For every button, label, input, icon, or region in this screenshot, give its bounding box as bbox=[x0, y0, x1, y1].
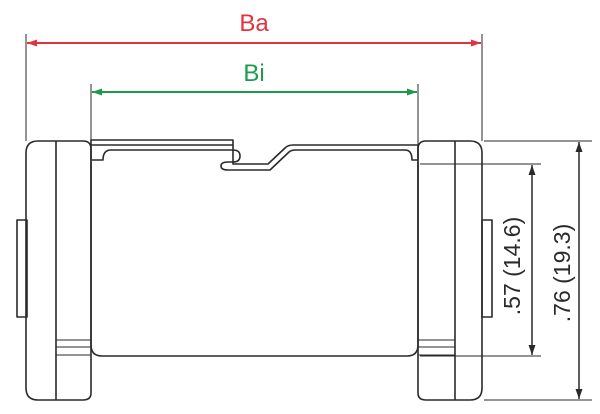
inner-cable-space bbox=[90, 162, 419, 357]
outer-height-dimension: .76 (19.3) bbox=[484, 140, 592, 401]
inner-width-label: Bi bbox=[243, 60, 264, 87]
right-side-wall bbox=[417, 140, 493, 401]
inner-width-dimension: Bi bbox=[90, 60, 419, 145]
outer-height-label: .76 (19.3) bbox=[549, 224, 575, 322]
left-side-wall bbox=[16, 140, 92, 401]
outer-width-dimension: Ba bbox=[25, 10, 483, 141]
outer-width-label: Ba bbox=[239, 10, 269, 37]
inner-height-dimension: .57 (14.6) bbox=[420, 163, 541, 357]
top-frame-stay bbox=[90, 139, 419, 171]
carrier-cross-section bbox=[16, 139, 493, 401]
inner-height-label: .57 (14.6) bbox=[499, 217, 525, 315]
